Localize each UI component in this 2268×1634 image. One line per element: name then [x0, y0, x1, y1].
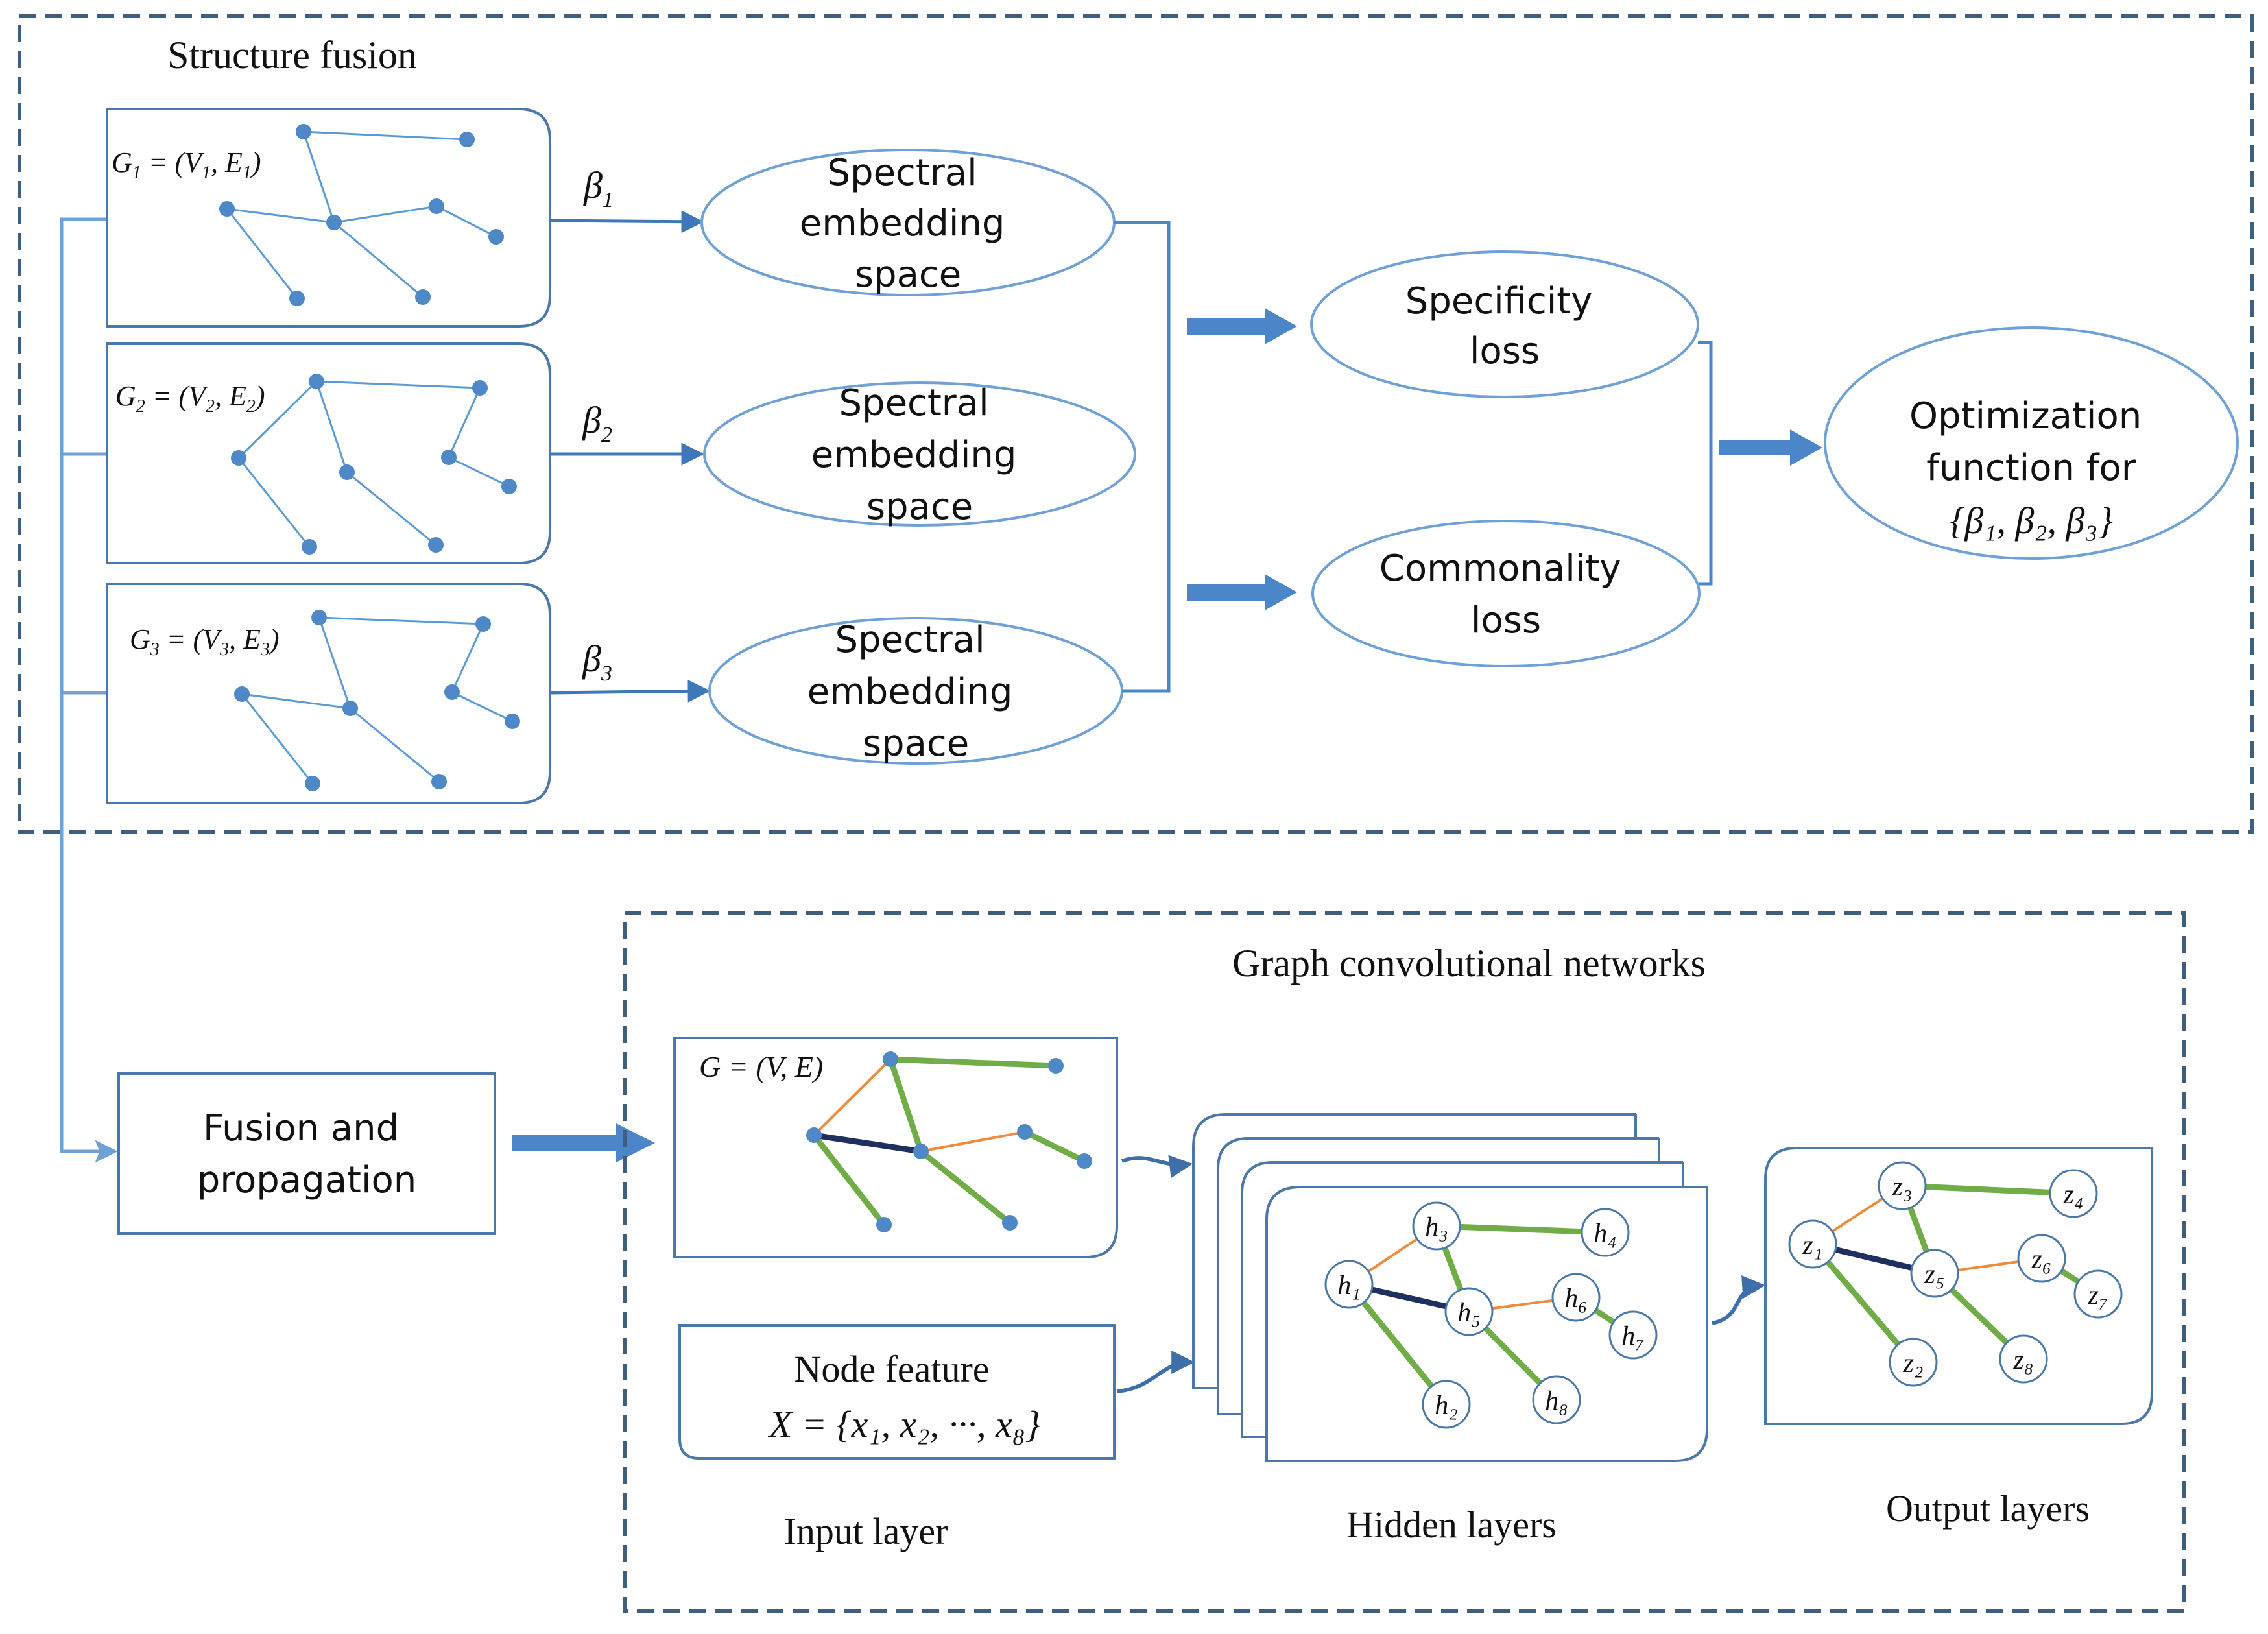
- svg-text:h₃: h₃: [1425, 1212, 1448, 1242]
- svg-text:{β₁, β₂, β₃}: {β₁, β₂, β₃}: [1950, 499, 2113, 542]
- input-layer-caption: Input layer: [784, 1510, 948, 1552]
- graph-3-label: G3 = (V3, E3): [130, 623, 280, 660]
- hidden-layers-caption: Hidden layers: [1346, 1504, 1557, 1546]
- svg-text:z₈: z₈: [2013, 1345, 2034, 1375]
- svg-text:h₄: h₄: [1594, 1219, 1617, 1249]
- output-node-z6: [2017, 1234, 2066, 1283]
- output-node-z1: [1788, 1219, 1837, 1269]
- svg-text:Fusion and propagation: Fusion and propagation: [197, 1107, 417, 1201]
- spectral-embedding-1: Spectral embedding space: [700, 149, 1116, 296]
- gcn-title: Graph convolutional networks: [1232, 942, 1706, 985]
- svg-text:z₂: z₂: [1903, 1349, 1924, 1378]
- specificity-loss: Specificity loss: [1310, 250, 1699, 398]
- hidden-node-h6: [1551, 1273, 1601, 1322]
- gcn-panel: [623, 911, 2186, 1613]
- arrow-to-gcn: [512, 1123, 655, 1162]
- beta-3-arrow: [551, 679, 711, 703]
- graph-1-label: G1 = (V1, E1): [112, 147, 261, 183]
- output-node-z8: [1999, 1334, 2048, 1384]
- hidden-node-h7: [1608, 1310, 1658, 1360]
- svg-text:z₆: z₆: [2031, 1245, 2052, 1275]
- output-layers-caption: Output layers: [1886, 1487, 2090, 1530]
- structure-fusion-title: Structure fusion: [167, 34, 417, 77]
- svg-text:z₇: z₇: [2088, 1280, 2108, 1310]
- beta-1-label: β1: [583, 164, 614, 212]
- hidden-node-h2: [1422, 1380, 1471, 1429]
- svg-text:z₁: z₁: [1802, 1231, 1823, 1260]
- beta-3-label: β3: [582, 638, 612, 686]
- output-node-z5: [1910, 1249, 1959, 1298]
- optimization-function: Optimization function for {β₁, β₂, β₃}: [1824, 326, 2239, 560]
- fusion-feed-line: [60, 217, 118, 1163]
- hidden-node-h8: [1532, 1375, 1581, 1424]
- svg-text:h₈: h₈: [1545, 1386, 1568, 1416]
- spectral-embedding-2: Spectral embedding space: [703, 381, 1136, 528]
- arrow-to-optimization: [1719, 429, 1822, 466]
- commonality-loss: Commonality loss: [1311, 520, 1701, 667]
- output-node-z2: [1889, 1338, 1938, 1387]
- svg-text:h₆: h₆: [1564, 1284, 1588, 1314]
- hidden-graph: h₁ h₂ h₃ h₄ h₅ h₆ h₇ h₈: [1324, 1201, 1658, 1429]
- svg-text:Specificity loss: Specificity loss: [1405, 280, 1604, 372]
- input-graph-label: G = (V, E): [699, 1050, 823, 1083]
- svg-text:Spectral embedding: Spectral embedding space: [811, 382, 1029, 528]
- node-feature-box: Node feature X = {x₁, x₂, ···, x₈}: [678, 1324, 1116, 1460]
- svg-text:h₂: h₂: [1435, 1391, 1458, 1421]
- hidden-node-h1: [1324, 1260, 1374, 1309]
- graph-box-3: G3 = (V3, E3): [106, 583, 551, 804]
- spectral-embedding-3: Spectral embedding space: [708, 617, 1123, 765]
- hidden-node-h5: [1444, 1287, 1494, 1336]
- graph-box-1: G1 = (V1, E1): [106, 108, 551, 328]
- svg-text:Optimization function fo: Optimization function for: [1909, 395, 2153, 489]
- fusion-propagation-box: Fusion and propagation: [117, 1072, 496, 1235]
- graph-box-2: G2 = (V2, E2): [106, 342, 551, 564]
- svg-text:h₁: h₁: [1337, 1271, 1361, 1301]
- graph-2-label: G2 = (V2, E2): [115, 380, 265, 416]
- svg-text:h₅: h₅: [1457, 1298, 1481, 1328]
- svg-text:Commonality loss: Commonality loss: [1379, 547, 1633, 642]
- svg-text:z₄: z₄: [2063, 1180, 2084, 1210]
- svg-text:X = {x₁, x₂, ···, x₈}: X = {x₁, x₂, ···, x₈}: [768, 1403, 1040, 1445]
- input-graph-box: G = (V, E): [673, 1037, 1118, 1258]
- hidden-node-h3: [1412, 1201, 1461, 1251]
- structure-fusion-panel: [18, 14, 2254, 834]
- svg-text:z₅: z₅: [1924, 1260, 1945, 1290]
- embedding-bracket: [1114, 221, 1171, 693]
- svg-text:Spectral embedding: Spectral embedding space: [807, 619, 1025, 765]
- beta-2-label: β2: [582, 399, 612, 447]
- svg-text:Node feature: Node feature: [794, 1348, 989, 1390]
- svg-text:h₇: h₇: [1621, 1321, 1645, 1351]
- beta-1-arrow: [551, 210, 704, 234]
- svg-text:Spectral embedding: Spectral embedding space: [800, 152, 1017, 296]
- hidden-node-h4: [1581, 1208, 1630, 1257]
- curve-arrow-graph: [1121, 1155, 1193, 1179]
- output-graph-box: z₁ z₂ z₃ z₄ z₅ z₆ z₇ z₈: [1764, 1147, 2153, 1425]
- output-node-z4: [2049, 1169, 2098, 1218]
- output-node-z7: [2073, 1269, 2123, 1319]
- curve-arrow-features: [1116, 1351, 1195, 1393]
- output-node-z3: [1878, 1161, 1927, 1210]
- curve-arrow-output: [1712, 1275, 1766, 1325]
- loss-bracket: [1698, 341, 1713, 586]
- arrow-to-specificity: [1187, 308, 1297, 344]
- svg-text:z₃: z₃: [1892, 1172, 1913, 1202]
- arrow-to-commonality: [1187, 574, 1297, 610]
